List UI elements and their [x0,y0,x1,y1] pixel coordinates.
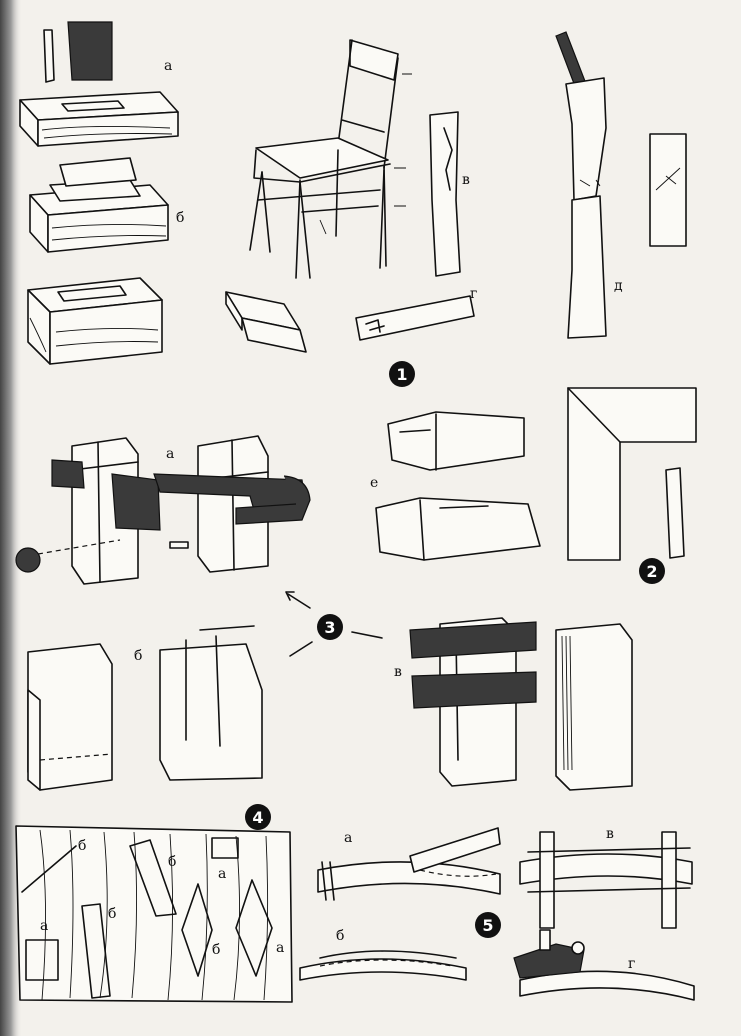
rail-b-glued [299,950,467,981]
label-v-fig5: в [606,826,614,842]
rail-v-clamped [519,831,693,929]
hand-drill [15,547,41,573]
label-a-mid: а [166,446,174,462]
rail-g-planed [513,929,695,1001]
label-b-top: б [176,210,184,226]
picture-frame-corner [567,387,697,561]
label-b-plank-3: б [108,906,116,922]
dowel-pin [169,541,189,549]
small-panel [649,133,687,247]
label-a-plank-1: а [218,866,226,882]
broken-leg-v [429,111,461,277]
arrow-3-a [285,591,311,609]
figure-2-badge [639,558,665,584]
label-d-chair: д [614,278,623,294]
loose-veneer-strip [665,467,685,559]
book-spine-shadow [0,0,22,1036]
label-v-chair: в [462,172,470,188]
label-b-plank-2: б [168,854,176,870]
label-b-fig5: б [336,928,344,944]
figure-3-badge [317,614,343,640]
figure-1-chair-repair: а б [19,21,687,387]
label-b-plank-1: б [78,838,86,854]
chair-drawing [249,39,412,279]
saw-leg-d [555,31,607,339]
figure-5-badge [475,912,501,938]
plank-board [15,825,293,1003]
block-v-left [409,617,537,787]
block-with-insert [29,157,169,253]
block-b-right [159,625,263,781]
figure-3-tenon-repair: а б в 3 [15,435,633,791]
label-a-plank-3: а [276,940,284,956]
split-block-with-saws [15,437,161,585]
figure-4-badge [245,804,271,830]
arrow-3-c [351,631,383,639]
figure-5-bent-rail: а б в г 5 [299,826,695,1001]
block-e-bottom [375,497,541,561]
chisel-pieces [43,21,113,83]
large-block-with-mortise [27,277,163,365]
label-g-fig5: г [628,956,635,972]
figure-4-plank-defects: б б б б а а а 4 [15,804,293,1003]
label-a-top: а [164,58,172,74]
arrow-3-b [289,641,313,657]
rail-a-split [317,827,501,901]
figure-1-badge [389,361,415,387]
label-g-chair: г [470,286,477,302]
figure-4-number: 4 [252,808,263,827]
board-with-slot [19,91,179,147]
block-b-left [27,643,113,791]
label-v-mid: в [394,664,402,680]
label-b-plank-4: б [212,942,220,958]
label-a-plank-2: а [40,918,48,934]
figure-3-number: 3 [324,618,335,637]
tenon-piece [225,291,307,353]
clamped-block [153,435,311,573]
figure-2-number: 2 [646,562,657,581]
figure-1-number: 1 [396,365,407,384]
label-a-fig5: а [344,830,352,846]
label-b-mid: б [134,648,142,664]
rail-g [355,295,475,341]
block-v-right [555,623,633,791]
figure-2-frame-corner: е 2 [370,387,697,584]
figure-5-number: 5 [482,916,493,935]
label-e-mid: е [370,475,378,491]
block-e-top [387,411,525,471]
